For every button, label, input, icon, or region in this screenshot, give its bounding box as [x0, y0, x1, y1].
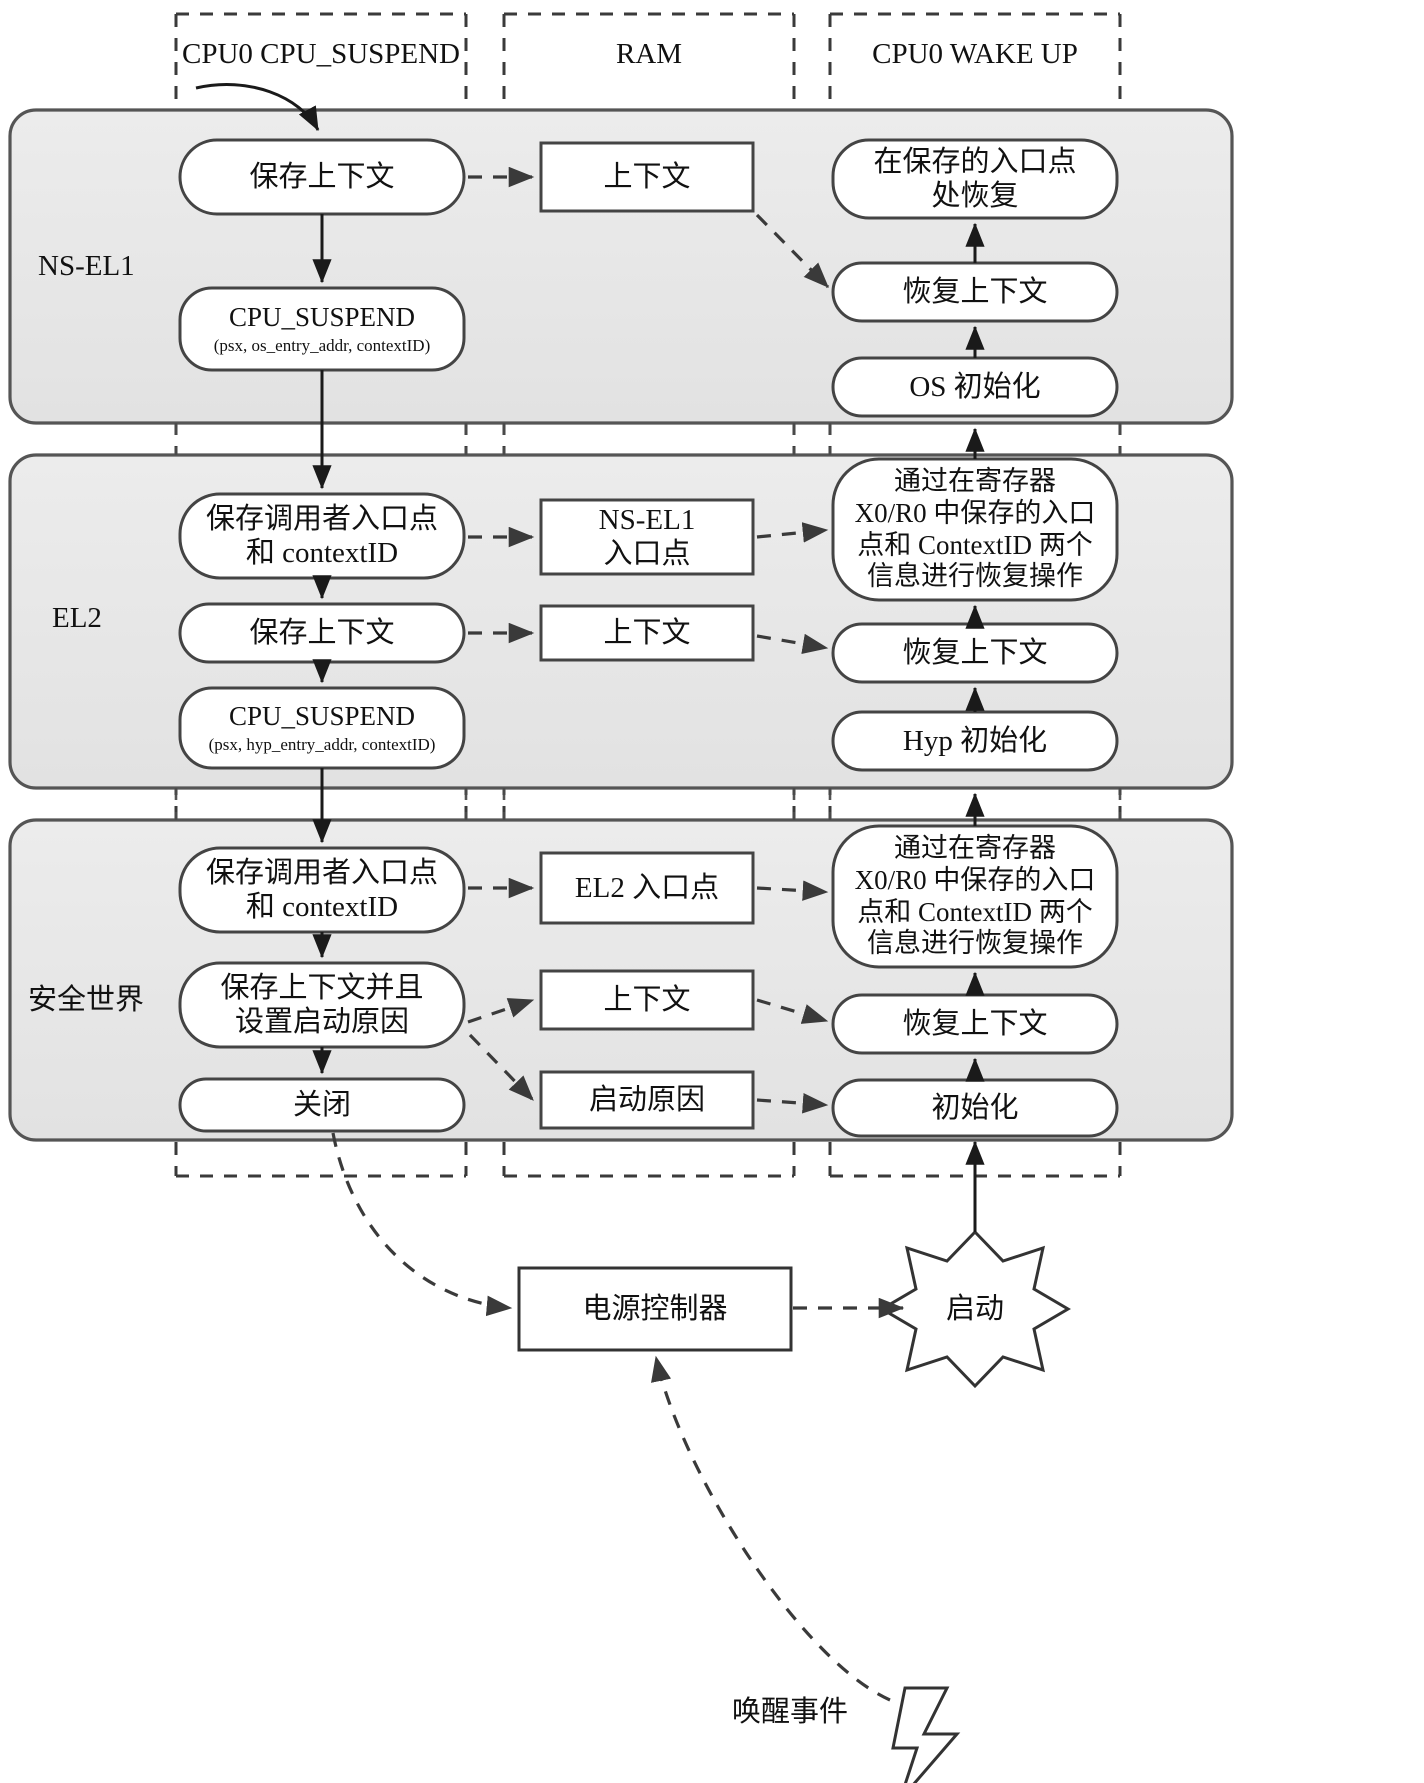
node-el2-restore-ctx[interactable]	[831, 622, 1119, 684]
node-ns-ram-ctx[interactable]	[539, 141, 755, 213]
band-label-ns-el1: NS-EL1	[38, 250, 135, 282]
dash-ns-ram-to-restore	[755, 213, 830, 289]
dash-sw-ram-ctx-to-restore	[756, 998, 829, 1024]
node-el2-restore-via-reg[interactable]	[831, 457, 1119, 602]
lane-header-cpu-suspend: CPU0 CPU_SUSPEND	[168, 38, 474, 71]
node-ns-resume-at-entry[interactable]	[831, 138, 1119, 220]
nodes-bottom	[517, 1229, 1071, 1783]
node-el2-hyp-init[interactable]	[831, 710, 1119, 772]
band-label-secure-world: 安全世界	[28, 984, 145, 1016]
flow-arrows-dashed	[331, 166, 905, 1702]
dash-sw-savectx-to-boot-reason	[468, 1033, 535, 1102]
node-sw-init[interactable]	[831, 1078, 1119, 1138]
dash-el2-ram-ctx-to-restore	[756, 633, 829, 654]
lane-header-wake-up: CPU0 WAKE UP	[822, 38, 1128, 71]
dash-sw-boot-reason-to-init	[756, 1093, 829, 1114]
node-sw-ram-el2-entry[interactable]	[539, 851, 755, 925]
node-el2-cpu-suspend[interactable]	[178, 686, 466, 770]
node-power-controller[interactable]	[517, 1266, 793, 1352]
node-sw-save-ctx-and-reason[interactable]	[178, 961, 466, 1049]
wake-event-bolt-icon	[891, 1686, 961, 1783]
node-ns-os-init[interactable]	[831, 356, 1119, 418]
node-sw-restore-ctx[interactable]	[831, 993, 1119, 1055]
node-sw-save-caller[interactable]	[178, 846, 466, 934]
node-ns-cpu-suspend[interactable]	[178, 286, 466, 372]
nodes-secure-world	[178, 824, 1119, 1138]
nodes-ns-el1	[178, 138, 1119, 418]
arrow-entry-curve	[195, 83, 320, 132]
dash-el2-ram-entry-to-restore	[756, 522, 829, 543]
flow-arrows-solid	[195, 83, 985, 1232]
band-label-el2: EL2	[52, 602, 102, 634]
dash-shutdown-to-power-controller	[331, 1132, 513, 1317]
node-el2-ram-ctx[interactable]	[539, 604, 755, 662]
lane-header-ram: RAM	[496, 38, 802, 71]
dash-sw-savectx-to-ram-ctx	[467, 998, 535, 1024]
node-sw-ram-boot-reason[interactable]	[539, 1070, 755, 1130]
node-sw-ram-ctx[interactable]	[539, 969, 755, 1031]
lane-header-label: CPU0 CPU_SUSPEND	[181, 38, 460, 70]
dash-sw-ram-entry-to-restore	[756, 880, 829, 901]
dash-wake-event-to-power-controller	[651, 1355, 891, 1702]
node-boot-star[interactable]	[879, 1229, 1071, 1389]
node-sw-restore-via-reg[interactable]	[831, 824, 1119, 969]
node-el2-ram-nsel1-entry[interactable]	[539, 498, 755, 576]
node-ns-save-ctx[interactable]	[178, 138, 466, 216]
lane-header-label: RAM	[615, 38, 683, 70]
node-sw-shutdown[interactable]	[178, 1077, 466, 1133]
lane-columns-overlay	[174, 423, 1122, 820]
lane-header-label: CPU0 WAKE UP	[872, 38, 1078, 70]
node-el2-save-ctx[interactable]	[178, 602, 466, 664]
node-ns-restore-ctx[interactable]	[831, 261, 1119, 323]
node-el2-save-caller[interactable]	[178, 492, 466, 580]
